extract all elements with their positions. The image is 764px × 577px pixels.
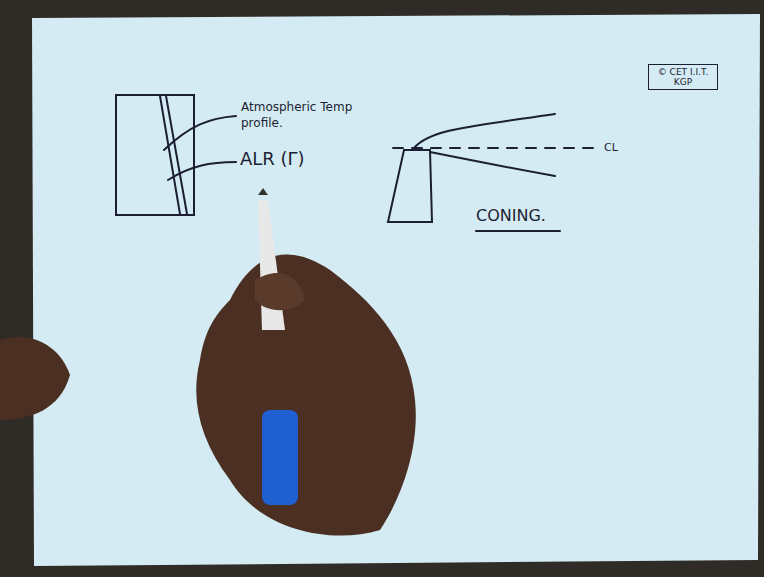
pen-tip xyxy=(258,188,268,195)
leader-line xyxy=(168,162,236,180)
handwritten-label: Atmospheric Temp profile. xyxy=(241,100,361,131)
underline xyxy=(476,230,560,232)
alr-line xyxy=(166,96,187,214)
centre-line xyxy=(393,147,600,149)
leader-line xyxy=(164,116,236,150)
hand xyxy=(0,188,416,536)
pen-cap xyxy=(262,410,298,505)
profile-box xyxy=(116,95,194,215)
stamp-box: © CET I.I.T. KGP xyxy=(648,64,718,90)
handwritten-label: ALR (Γ) xyxy=(240,148,305,169)
paper xyxy=(32,14,760,566)
plume-upper xyxy=(414,114,555,148)
other-hand xyxy=(0,337,70,420)
pen xyxy=(258,200,285,330)
handwritten-label: CL xyxy=(604,141,618,154)
stamp-text: © CET I.I.T. KGP xyxy=(649,67,717,87)
hand xyxy=(196,255,416,536)
finger xyxy=(255,273,305,310)
stack xyxy=(388,150,432,222)
handwritten-label: CONING. xyxy=(476,206,546,225)
plume-lower xyxy=(430,152,555,176)
